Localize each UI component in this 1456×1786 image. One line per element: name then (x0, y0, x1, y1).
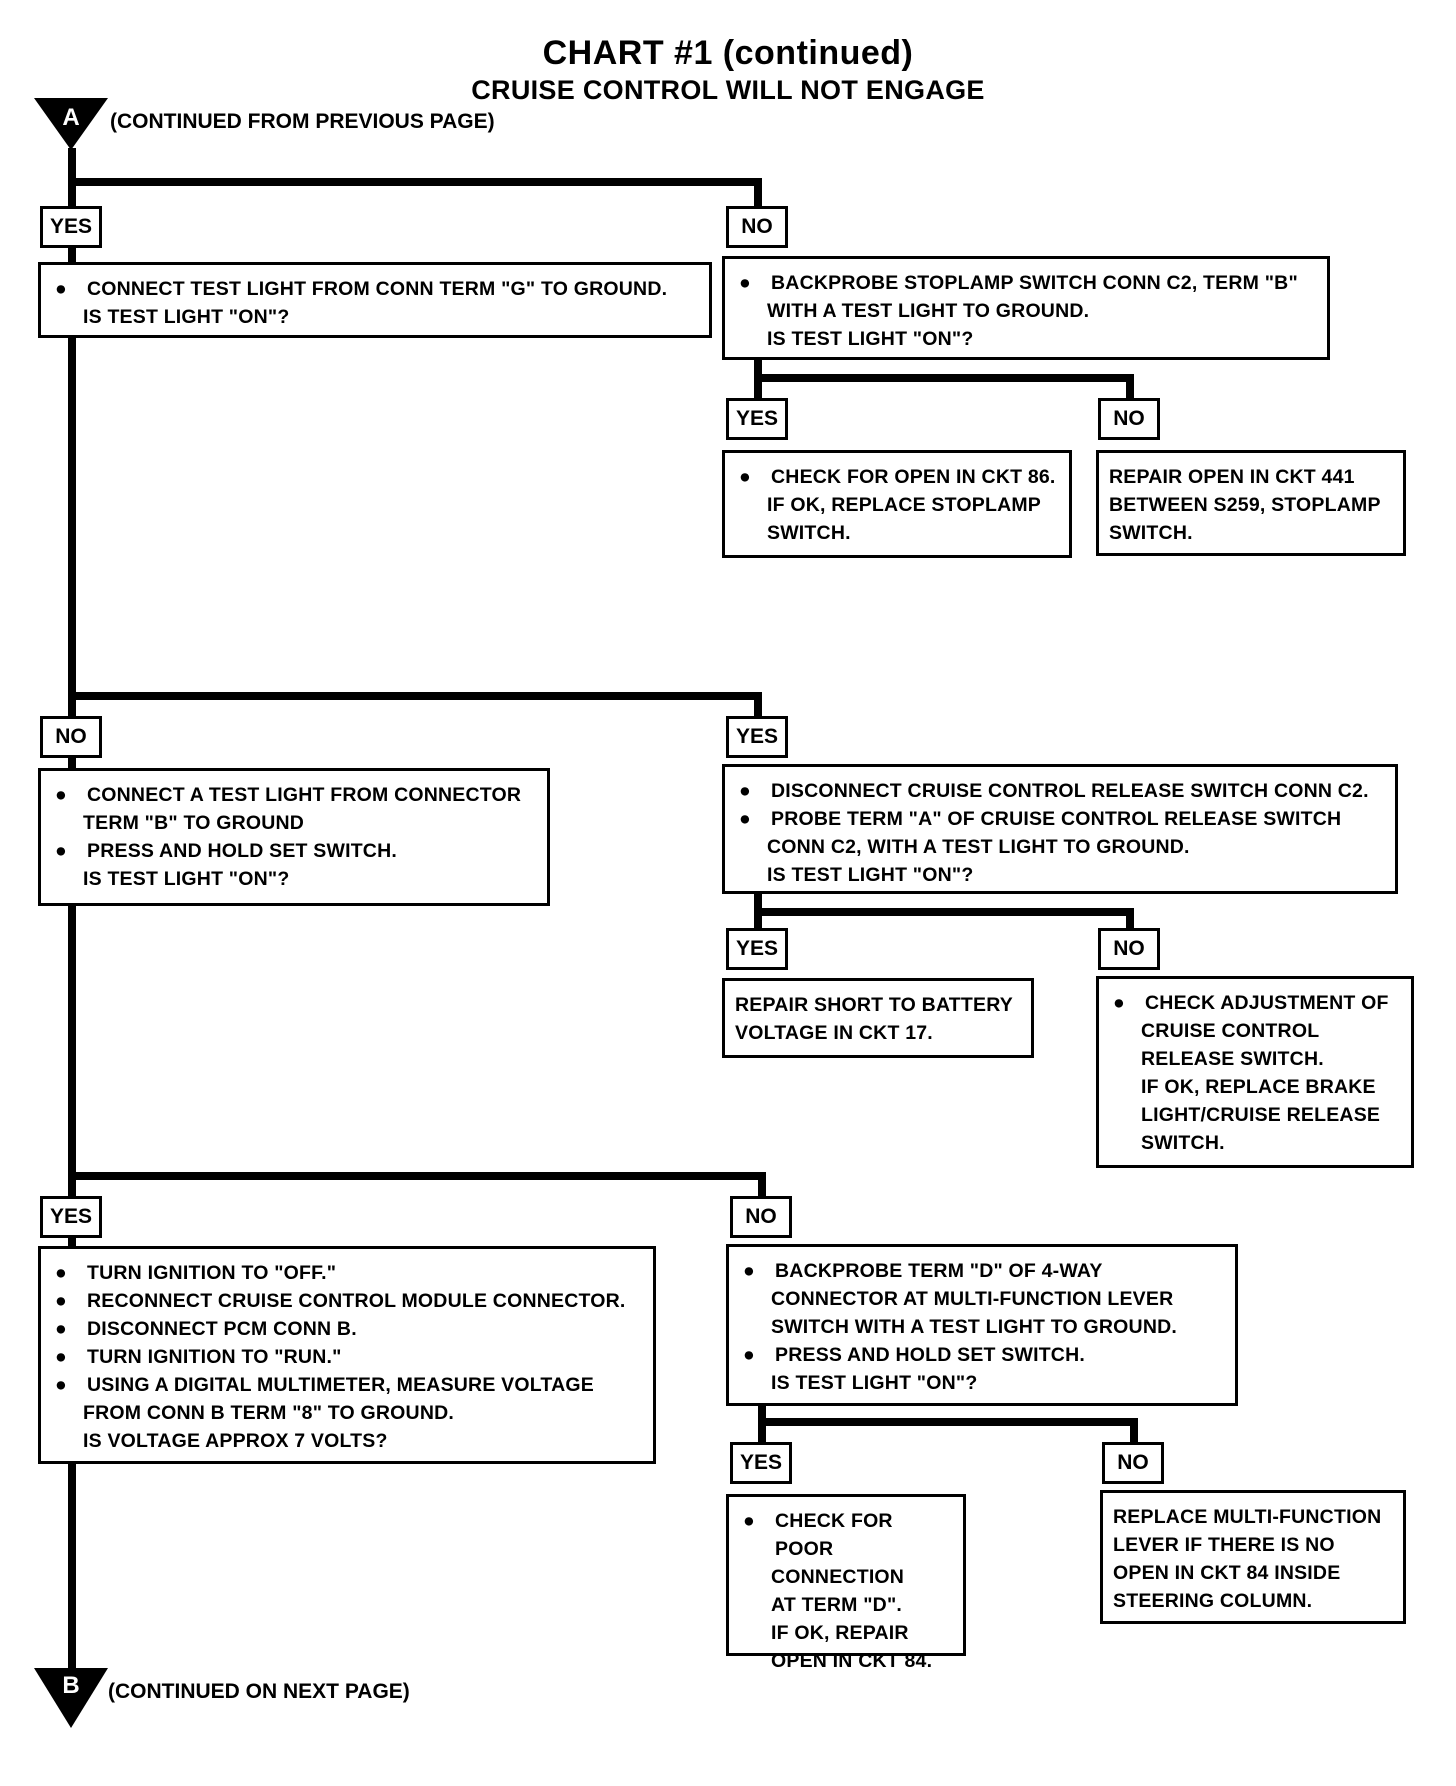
chart-title: CHART #1 (continued) (542, 34, 914, 72)
label-yes-6: YES (730, 1442, 792, 1484)
label-yes-1: YES (40, 206, 102, 248)
step-box-measure-voltage: ●TURN IGNITION TO "OFF." ●RECONNECT CRUI… (38, 1246, 656, 1464)
label-no-6: NO (1102, 1442, 1164, 1484)
label-yes-5: YES (40, 1196, 102, 1238)
step-box-repair-ckt-441: REPAIR OPEN IN CKT 441 BETWEEN S259, STO… (1096, 450, 1406, 556)
continued-on-note: (CONTINUED ON NEXT PAGE) (108, 1680, 410, 1703)
label-yes-4: YES (726, 928, 788, 970)
step-box-replace-multi-function: REPLACE MULTI-FUNCTION LEVER IF THERE IS… (1100, 1490, 1406, 1624)
step-box-check-poor-connection: ●CHECK FOR POOR CONNECTION AT TERM "D". … (726, 1494, 966, 1672)
step-box-check-ckt-86: ●CHECK FOR OPEN IN CKT 86. IF OK, REPLAC… (722, 450, 1072, 558)
connector-a-letter: A (62, 104, 80, 131)
step-box-conn-term-g: ●CONNECT TEST LIGHT FROM CONN TERM "G" T… (38, 262, 712, 338)
label-no-2: NO (1098, 398, 1160, 440)
connector-b-letter: B (62, 1672, 80, 1699)
label-no-1: NO (726, 206, 788, 248)
label-no-5: NO (730, 1196, 792, 1238)
step-box-backprobe-stoplamp: ●BACKPROBE STOPLAMP SWITCH CONN C2, TERM… (722, 256, 1330, 360)
continued-from-note: (CONTINUED FROM PREVIOUS PAGE) (110, 110, 495, 133)
step-box-connector-term-b: ●CONNECT A TEST LIGHT FROM CONNECTOR TER… (38, 768, 550, 906)
label-yes-3: YES (726, 716, 788, 758)
label-no-3: NO (40, 716, 102, 758)
step-box-check-adjustment: ●CHECK ADJUSTMENT OF CRUISE CONTROL RELE… (1096, 976, 1414, 1168)
connector-b-triangle (34, 1668, 108, 1728)
chart-subtitle: CRUISE CONTROL WILL NOT ENGAGE (471, 75, 985, 105)
label-yes-2: YES (726, 398, 788, 440)
step-box-repair-short-ckt-17: REPAIR SHORT TO BATTERY VOLTAGE IN CKT 1… (722, 978, 1034, 1058)
connector-a-triangle (34, 98, 108, 150)
label-no-4: NO (1098, 928, 1160, 970)
step-box-release-switch: ●DISCONNECT CRUISE CONTROL RELEASE SWITC… (722, 764, 1398, 894)
step-box-backprobe-term-d: ●BACKPROBE TERM "D" OF 4-WAY CONNECTOR A… (726, 1244, 1238, 1406)
